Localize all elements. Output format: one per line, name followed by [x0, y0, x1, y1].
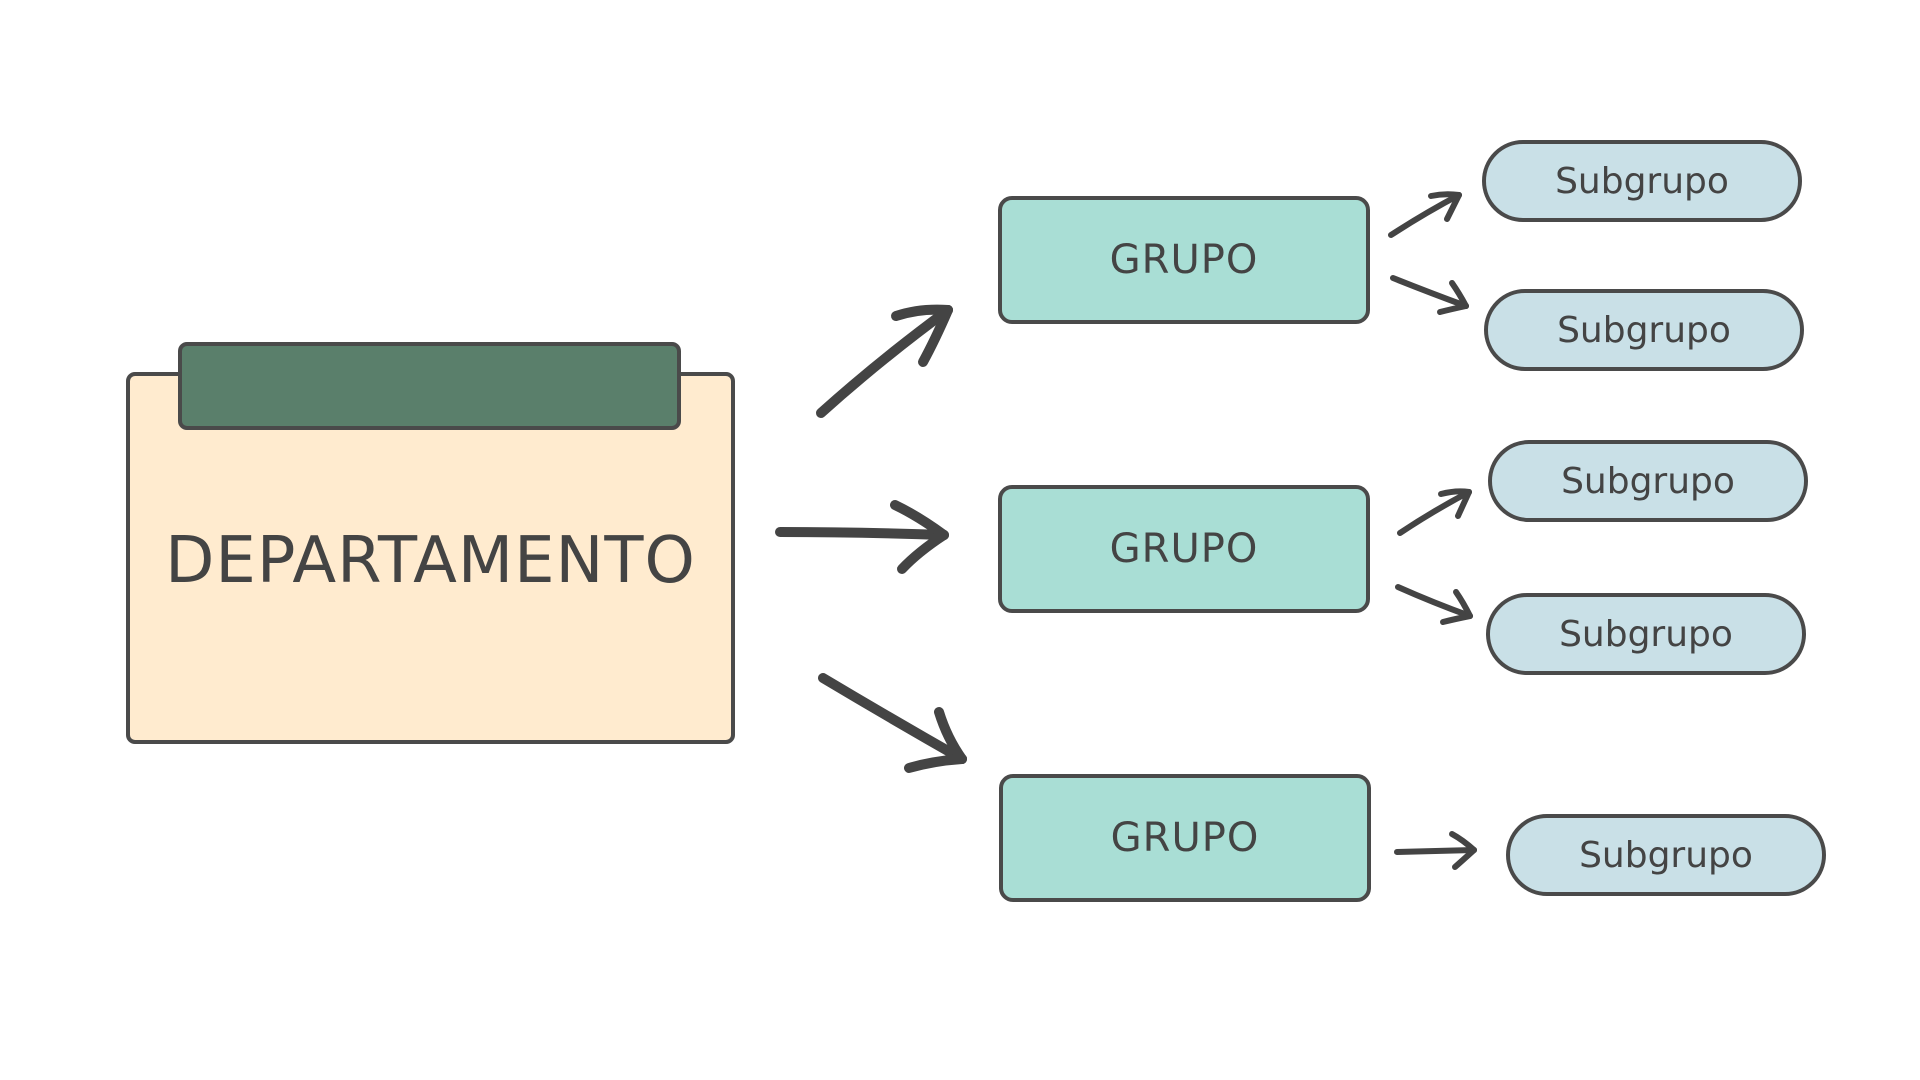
subgroup-label-4: Subgrupo [1559, 613, 1733, 655]
arrow-department-to-group-2 [775, 500, 949, 574]
arrow-group-3-to-subgroup-5 [1394, 831, 1477, 870]
arrow-group-1-to-subgroup-2 [1390, 275, 1469, 315]
arrow-department-to-group-3 [818, 673, 967, 773]
arrow-group-2-to-subgroup-3 [1397, 488, 1472, 536]
subgroup-pill-4: Subgrupo [1486, 593, 1806, 675]
group-box-2: GRUPO [998, 485, 1370, 613]
arrow-group-1-to-subgroup-1 [1388, 191, 1462, 238]
subgroup-pill-5: Subgrupo [1506, 814, 1826, 896]
subgroup-label-5: Subgrupo [1579, 834, 1753, 876]
group-label-1: GRUPO [1109, 237, 1259, 283]
subgroup-pill-1: Subgrupo [1482, 140, 1802, 222]
arrow-department-to-group-1 [816, 304, 953, 418]
subgroup-label-1: Subgrupo [1555, 160, 1729, 202]
group-label-2: GRUPO [1109, 526, 1259, 572]
group-label-3: GRUPO [1110, 815, 1260, 861]
department-tab [178, 342, 681, 430]
group-box-1: GRUPO [998, 196, 1370, 324]
subgroup-pill-2: Subgrupo [1484, 289, 1804, 371]
subgroup-label-2: Subgrupo [1557, 309, 1731, 351]
group-box-3: GRUPO [999, 774, 1371, 902]
department-box: DEPARTAMENTO [126, 372, 735, 744]
arrow-group-2-to-subgroup-4 [1395, 584, 1473, 625]
department-label: DEPARTAMENTO [165, 524, 696, 598]
subgroup-label-3: Subgrupo [1561, 460, 1735, 502]
subgroup-pill-3: Subgrupo [1488, 440, 1808, 522]
